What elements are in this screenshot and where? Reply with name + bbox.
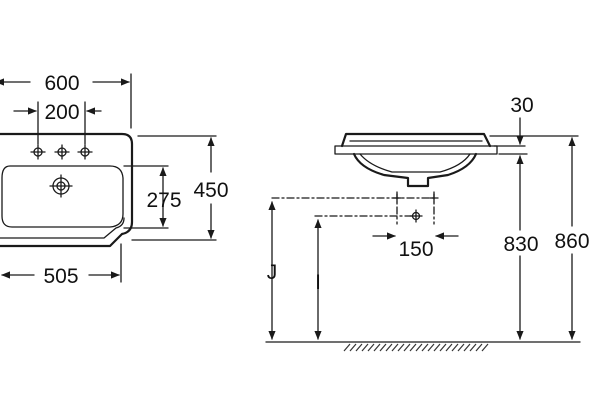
hatch-stroke bbox=[349, 343, 357, 352]
dim-30-label: 30 bbox=[510, 94, 533, 117]
dim-450-label: 450 bbox=[193, 179, 228, 202]
hatch-stroke bbox=[469, 343, 477, 352]
hatch-stroke bbox=[391, 343, 399, 352]
hatch-stroke bbox=[361, 343, 369, 352]
dim-600-label: 600 bbox=[44, 72, 79, 95]
dim-200-label: 200 bbox=[44, 101, 79, 124]
tap-hole-right-icon bbox=[77, 144, 93, 160]
dim-860-label: 860 bbox=[554, 230, 589, 253]
floor-hatching bbox=[343, 343, 489, 352]
hatch-stroke bbox=[427, 343, 435, 352]
hatch-stroke bbox=[433, 343, 441, 352]
hatch-stroke bbox=[445, 343, 453, 352]
tap-mark-lower-icon bbox=[409, 209, 423, 223]
bowl-section-inner bbox=[359, 153, 471, 173]
basin-rim bbox=[340, 132, 492, 148]
hatch-stroke bbox=[421, 343, 429, 352]
hatch-stroke bbox=[439, 343, 447, 352]
hatch-stroke bbox=[373, 343, 381, 352]
hatch-stroke bbox=[457, 343, 465, 352]
dim-i-label: I bbox=[315, 271, 321, 294]
hatch-stroke bbox=[463, 343, 471, 352]
hatch-stroke bbox=[451, 343, 459, 352]
hatch-stroke bbox=[403, 343, 411, 352]
dim-505-label: 505 bbox=[43, 265, 78, 288]
tap-mark-upper-right-icon bbox=[429, 193, 439, 203]
hatch-stroke bbox=[355, 343, 363, 352]
countertop bbox=[334, 145, 498, 155]
hatch-stroke bbox=[379, 343, 387, 352]
hatch-stroke bbox=[475, 343, 483, 352]
plan-view: 600 200 275 450 505 bbox=[0, 72, 229, 288]
hatch-stroke bbox=[409, 343, 417, 352]
tap-hole-left-icon bbox=[30, 144, 46, 160]
dim-275-label: 275 bbox=[146, 189, 181, 212]
hatch-stroke bbox=[397, 343, 405, 352]
hatch-stroke bbox=[415, 343, 423, 352]
tap-hole-center-icon bbox=[54, 144, 70, 160]
bowl-section bbox=[352, 152, 478, 188]
dim-150-label: 150 bbox=[398, 238, 433, 261]
hatch-stroke bbox=[367, 343, 375, 352]
hatch-stroke bbox=[343, 343, 351, 352]
drain-icon bbox=[49, 174, 73, 198]
dim-830-label: 830 bbox=[503, 233, 538, 256]
section-view: 30 150 J I 830 bbox=[265, 94, 590, 352]
hatch-stroke bbox=[385, 343, 393, 352]
basin-outline bbox=[0, 132, 134, 248]
bowl-outline bbox=[1, 165, 124, 228]
dim-j-label: J bbox=[267, 261, 278, 284]
hatch-stroke bbox=[481, 343, 489, 352]
basin-rim-inner bbox=[0, 217, 125, 239]
tap-mark-upper-left-icon bbox=[392, 193, 402, 203]
